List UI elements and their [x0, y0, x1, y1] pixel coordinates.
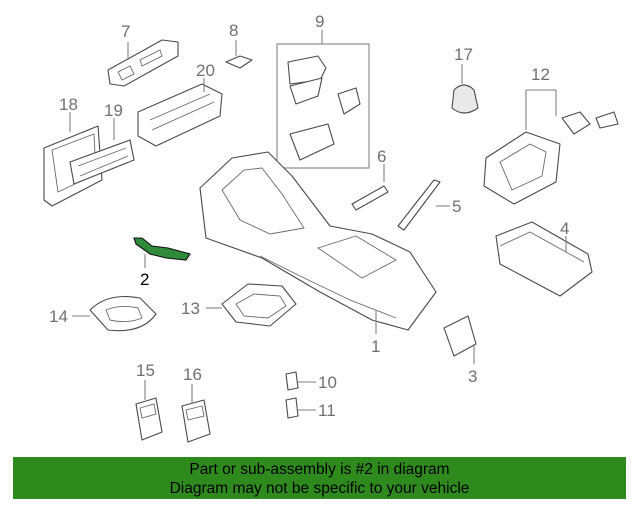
part-11-plug[interactable] [285, 397, 316, 419]
part-19-switch-bank[interactable] [69, 118, 135, 185]
callout-8: 8 [229, 21, 238, 40]
part-5-trim-strip[interactable] [397, 179, 450, 231]
part-15-switch[interactable] [135, 380, 163, 441]
callout-7: 7 [121, 22, 130, 41]
callout-15: 15 [136, 361, 155, 380]
callout-2: 2 [140, 270, 149, 289]
parts-diagram: 7 8 9 20 18 19 17 [43, 12, 619, 443]
part-8-clip[interactable] [225, 40, 253, 69]
part-17-shift-knob[interactable] [451, 64, 479, 114]
part-10-plug[interactable] [285, 371, 316, 391]
part-2-bracket[interactable] [133, 237, 191, 268]
part-14-mat[interactable] [72, 295, 157, 332]
part-3-cover[interactable] [443, 315, 477, 364]
callout-9: 9 [315, 12, 324, 31]
callout-1: 1 [371, 337, 380, 356]
callout-6: 6 [377, 147, 386, 166]
callout-12: 12 [531, 65, 550, 84]
callout-20: 20 [196, 61, 215, 80]
part-20-switch-strip[interactable] [137, 78, 223, 147]
callout-18: 18 [59, 95, 78, 114]
callout-14: 14 [49, 307, 68, 326]
part-12-shifter-assembly[interactable] [483, 89, 619, 205]
callout-16: 16 [183, 365, 202, 384]
callout-11: 11 [318, 401, 336, 420]
callout-5: 5 [452, 197, 461, 216]
callout-17: 17 [454, 45, 473, 64]
part-1-center-console[interactable] [199, 151, 437, 334]
part-13-shifter-mat[interactable] [206, 283, 297, 327]
info-banner: Part or sub-assembly is #2 in diagram Di… [13, 457, 626, 499]
part-9-box[interactable] [276, 30, 370, 169]
callout-19: 19 [104, 101, 123, 120]
banner-line-2: Diagram may not be specific to your vehi… [169, 480, 470, 497]
part-4-armrest-lid[interactable] [495, 221, 593, 297]
part-6-trim[interactable] [351, 164, 389, 211]
callout-4: 4 [560, 219, 569, 238]
callout-13: 13 [181, 299, 200, 318]
part-16-switch[interactable] [181, 384, 211, 443]
callout-10: 10 [318, 373, 337, 392]
part-7-window-switch[interactable] [107, 39, 179, 87]
callout-3: 3 [468, 367, 477, 386]
banner-line-1: Part or sub-assembly is #2 in diagram [189, 461, 450, 478]
